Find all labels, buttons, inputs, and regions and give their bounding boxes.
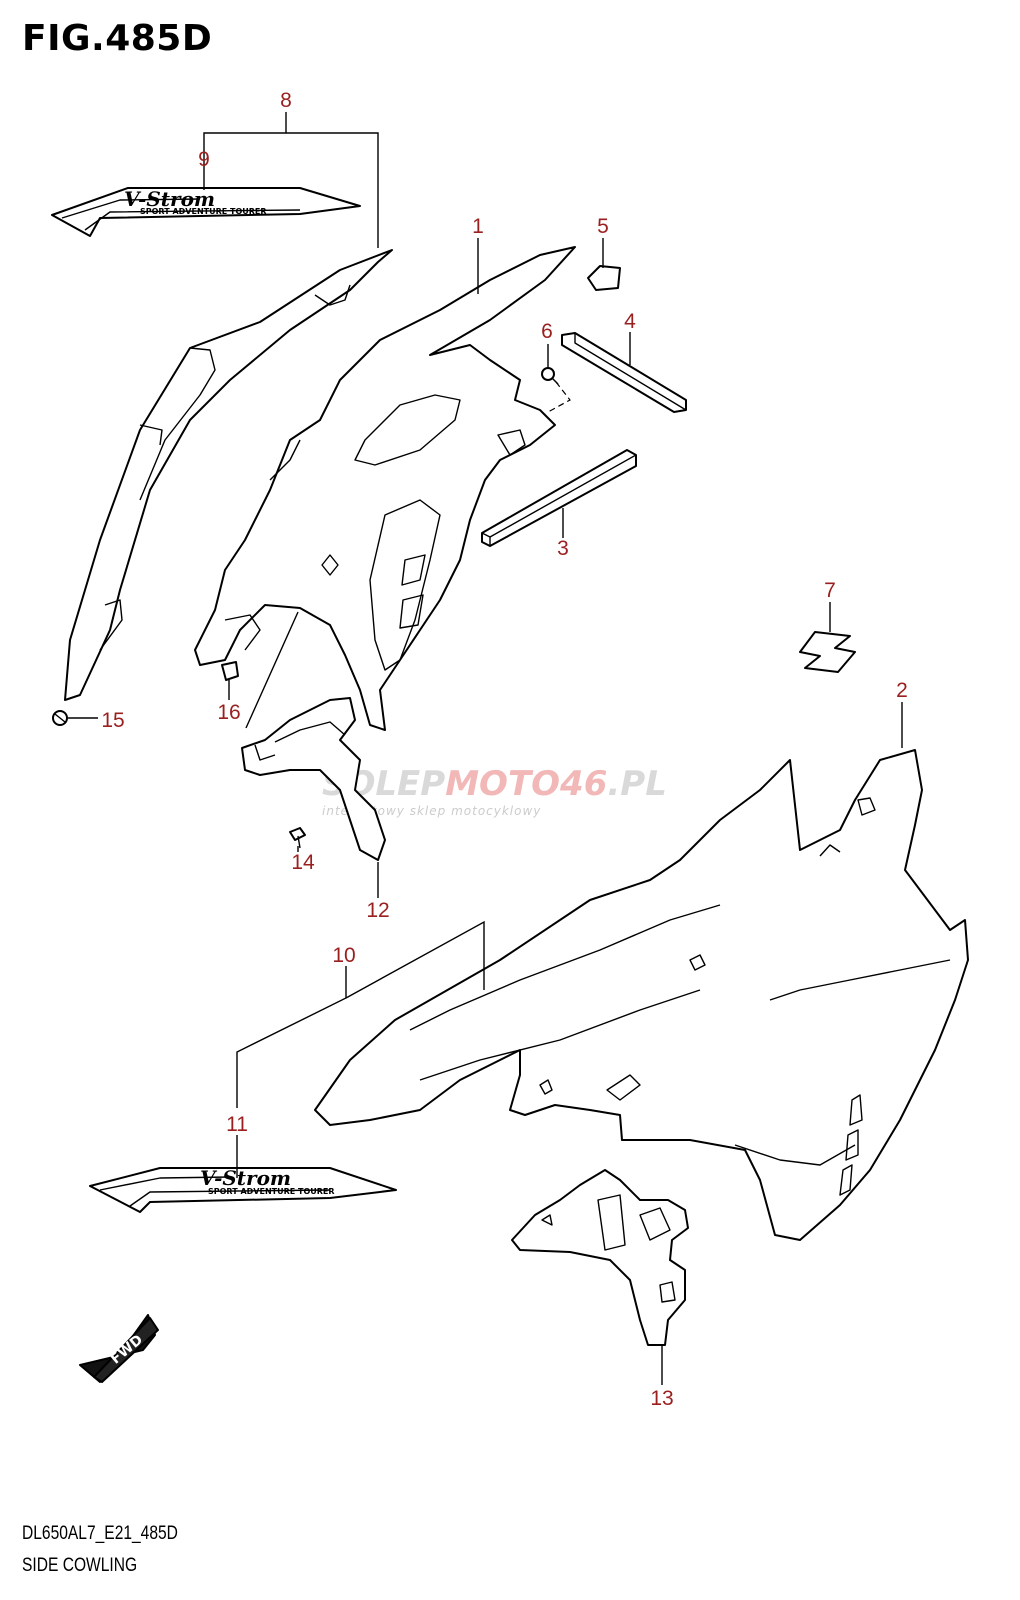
svg-text:SOLEPMOTO46.PL: SOLEPMOTO46.PL [322,764,667,804]
part-6-screw [541,367,559,385]
fwd-arrow: FWD [79,1314,159,1383]
footer-name: SIDE COWLING [22,1555,138,1576]
watermark-suffix: .PL [607,764,667,804]
label-part-7: 7 [824,579,836,602]
label-part-1: 1 [472,215,484,238]
part-12-bracket [241,697,386,861]
label-part-9: 9 [198,148,210,171]
label-part-4: 4 [624,310,636,333]
footer-code: DL650AL7_E21_485D [22,1523,178,1544]
part-3-bar [481,449,637,547]
part-14-screw [289,827,306,849]
decal-top-tagline: SPORT ADVENTURE TOURER [140,207,267,216]
label-part-8: 8 [280,89,292,112]
decal-top-brand: V-Strom [124,187,215,211]
part-15-screw [52,710,68,726]
part-1-inner-cowling [194,246,576,731]
figure-title: FIG.485D [22,18,213,59]
watermark-accent: MOTO46 [445,764,607,804]
label-part-10: 10 [332,944,355,967]
label-part-3: 3 [557,537,569,560]
decal-bottom-brand: V-Strom [200,1166,291,1190]
label-part-6: 6 [541,320,553,343]
part-2-outer-cowling [314,749,969,1241]
label-part-15: 15 [101,709,124,732]
part-11-decal: V-Strom SPORT ADVENTURE TOURER [89,1166,397,1213]
label-part-5: 5 [597,215,609,238]
part-4-bar [561,332,687,413]
part-labels: 1 2 3 4 5 6 7 8 9 10 11 12 13 14 15 16 [101,89,908,1410]
label-part-16: 16 [217,701,240,724]
part-13-bracket [511,1169,689,1346]
label-part-12: 12 [366,899,389,922]
label-part-11: 11 [226,1113,248,1136]
label-part-13: 13 [650,1387,673,1410]
label-part-14: 14 [291,851,315,874]
leader-lines [68,112,903,1385]
part-16-clip [221,661,239,681]
label-part-2: 2 [896,679,908,702]
part-9-decal: V-Strom SPORT ADVENTURE TOURER [51,187,361,237]
part-5-pad [587,265,621,291]
part-7-emblem [799,631,856,673]
part-8-side-strip [64,249,393,701]
decal-bottom-tagline: SPORT ADVENTURE TOURER [208,1187,335,1196]
watermark: SOLEPMOTO46.PL internetowy sklep motocyk… [322,764,667,818]
